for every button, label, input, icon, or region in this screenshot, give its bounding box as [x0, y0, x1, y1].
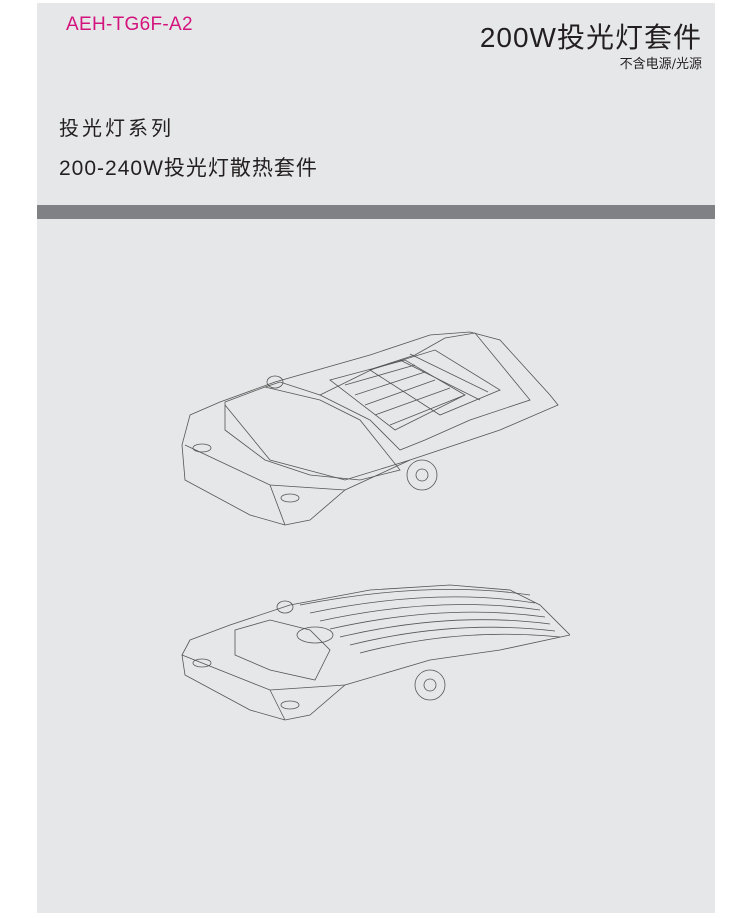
- divider-bar: [37, 205, 715, 219]
- page-title: 200W投光灯套件: [479, 22, 702, 53]
- led-pattern: [344, 353, 489, 426]
- series-heading: 投光灯系列: [59, 118, 174, 140]
- heatsink-fins: [299, 588, 561, 654]
- kit-description: 200-240W投光灯散热套件: [59, 157, 318, 180]
- floodlight-back-view-drawing: [181, 584, 570, 721]
- page-subtitle: 不含电源/光源: [619, 57, 702, 72]
- page-panel: [37, 3, 715, 913]
- floodlight-front-view-drawing: [181, 331, 559, 526]
- model-code: AEH-TG6F-A2: [66, 14, 193, 35]
